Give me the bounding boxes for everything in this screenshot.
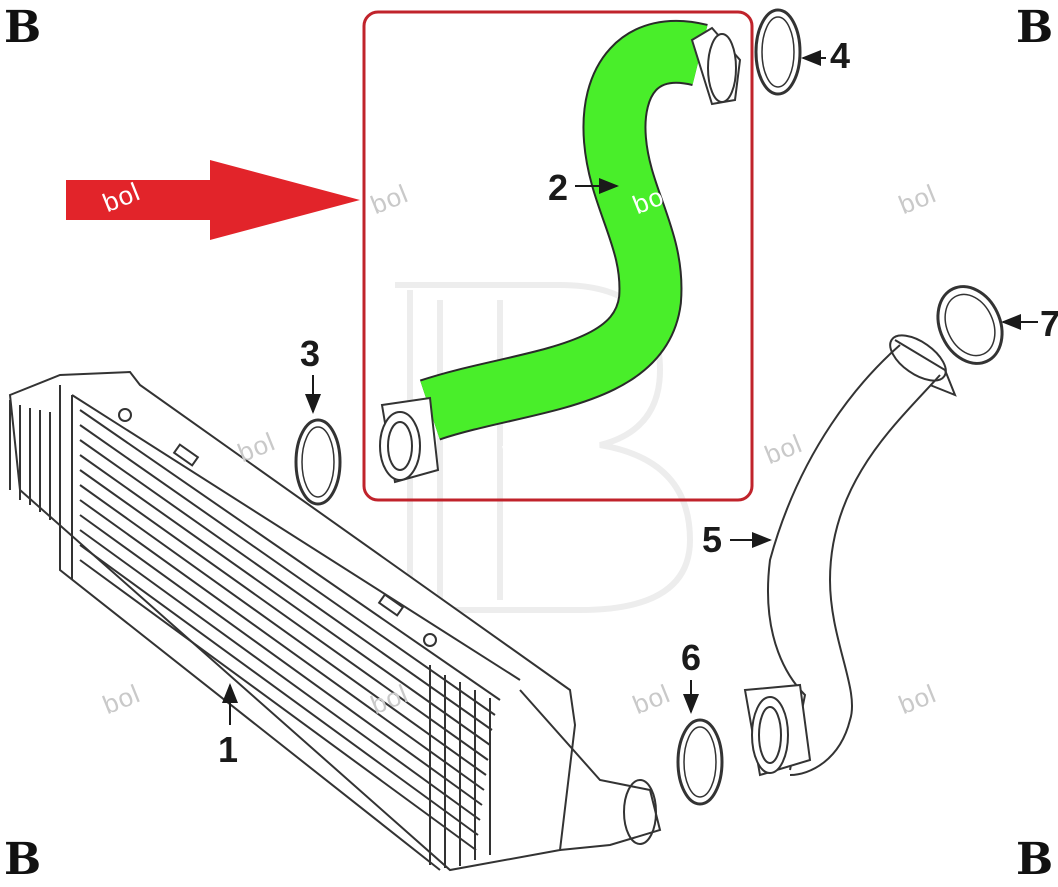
callout-3: 3 xyxy=(300,333,321,374)
pointer-arrow xyxy=(66,160,360,240)
corner-brand-mark: B xyxy=(4,2,42,53)
corner-brand-mark: B xyxy=(1016,2,1054,53)
callout-2: 2 xyxy=(548,167,569,208)
part-5-hose xyxy=(743,334,957,777)
part-1-intercooler xyxy=(8,370,662,872)
callout-6: 6 xyxy=(681,637,702,678)
callout-1: 1 xyxy=(218,729,239,770)
part-6-ring xyxy=(676,718,724,806)
corner-brand-mark: B xyxy=(4,834,42,885)
part-7-ring xyxy=(936,285,1004,365)
highlight-box xyxy=(362,10,754,502)
corner-brand-mark: B xyxy=(1016,834,1054,885)
callout-7: 7 xyxy=(1040,303,1058,344)
part-2-hose xyxy=(379,19,742,484)
part-3-ring xyxy=(294,418,342,506)
callout-5: 5 xyxy=(702,519,723,560)
leader-lines xyxy=(222,50,1038,725)
callout-4: 4 xyxy=(830,35,851,76)
part-4-ring xyxy=(754,8,802,96)
